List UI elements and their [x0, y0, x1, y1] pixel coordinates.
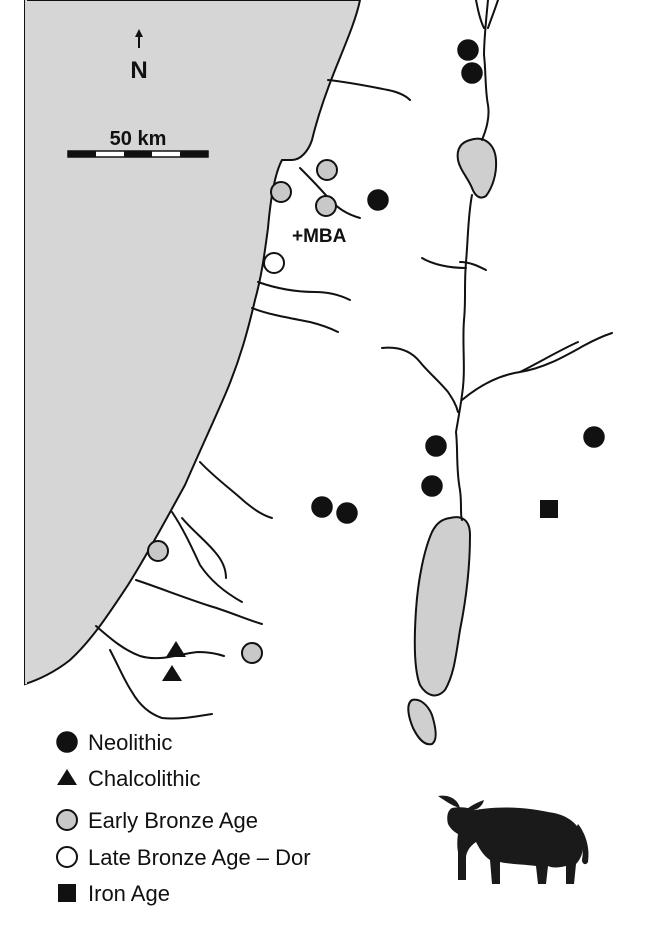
scale-segment-3 — [124, 151, 152, 157]
legend: Neolithic Chalcolithic Early Bronze Age … — [56, 730, 311, 906]
river-yarmuk — [459, 261, 487, 271]
river-north-2 — [475, 0, 485, 29]
river-south-4 — [135, 579, 263, 625]
sea-edge-mask — [25, 0, 27, 684]
scale-bar: 50 km — [67, 128, 209, 158]
north-arrow: N — [130, 29, 148, 84]
legend-chalcolithic-label: Chalcolithic — [88, 766, 201, 791]
legend-neolithic-icon — [56, 731, 78, 753]
river-south-1 — [199, 461, 273, 519]
legend-chalcolithic-icon — [57, 769, 77, 785]
site-early-bronze — [316, 159, 338, 181]
chalcolithic-sites — [162, 641, 186, 681]
aurochs-silhouette-icon — [438, 795, 589, 884]
river-south-2 — [181, 517, 227, 579]
scale-segment-5 — [180, 151, 208, 157]
site-early-bronze — [315, 195, 337, 217]
river-naaman — [327, 79, 411, 101]
sea — [24, 0, 362, 686]
site-early-bronze — [270, 181, 292, 203]
site-neolithic — [336, 502, 358, 524]
sea-of-galilee — [456, 137, 498, 199]
legend-late-bronze-icon — [56, 846, 78, 868]
site-neolithic — [311, 496, 333, 518]
legend-late-bronze-label: Late Bronze Age – Dor — [88, 845, 311, 870]
river-harod — [421, 257, 467, 269]
site-chalcolithic — [162, 665, 182, 681]
site-neolithic — [583, 426, 605, 448]
river-east-zarqa — [461, 332, 613, 401]
river-farah — [381, 346, 459, 413]
legend-iron-age-label: Iron Age — [88, 881, 170, 906]
legend-iron-age-icon — [58, 884, 76, 902]
river-yarkon-2 — [251, 307, 339, 333]
site-chalcolithic — [166, 641, 186, 657]
river-yarkon-1 — [257, 281, 351, 301]
legend-early-bronze-icon — [56, 809, 78, 831]
dead-sea — [413, 516, 472, 697]
early-bronze-sites — [147, 159, 338, 664]
river-south-3 — [171, 511, 243, 603]
river-besor-2 — [109, 649, 213, 720]
mba-annotation: +MBA — [292, 226, 347, 247]
legend-early-bronze-label: Early Bronze Age — [88, 808, 258, 833]
site-early-bronze — [241, 642, 263, 664]
site-late-bronze-dor — [263, 252, 285, 274]
north-arrow-icon — [135, 29, 143, 37]
site-iron-age — [540, 500, 558, 518]
river-besor-1 — [95, 625, 225, 660]
site-neolithic — [367, 189, 389, 211]
site-early-bronze — [147, 540, 169, 562]
river-north-1 — [487, 0, 499, 29]
neolithic-sites — [311, 39, 605, 524]
dead-sea-south — [407, 698, 437, 746]
site-neolithic — [421, 475, 443, 497]
legend-neolithic-label: Neolithic — [88, 730, 172, 755]
site-neolithic — [425, 435, 447, 457]
scale-segment-1 — [68, 151, 96, 157]
river-east-zarqa-2 — [519, 341, 579, 373]
site-neolithic — [457, 39, 479, 61]
north-label: N — [130, 57, 147, 84]
site-neolithic — [461, 62, 483, 84]
scale-label: 50 km — [110, 128, 167, 150]
